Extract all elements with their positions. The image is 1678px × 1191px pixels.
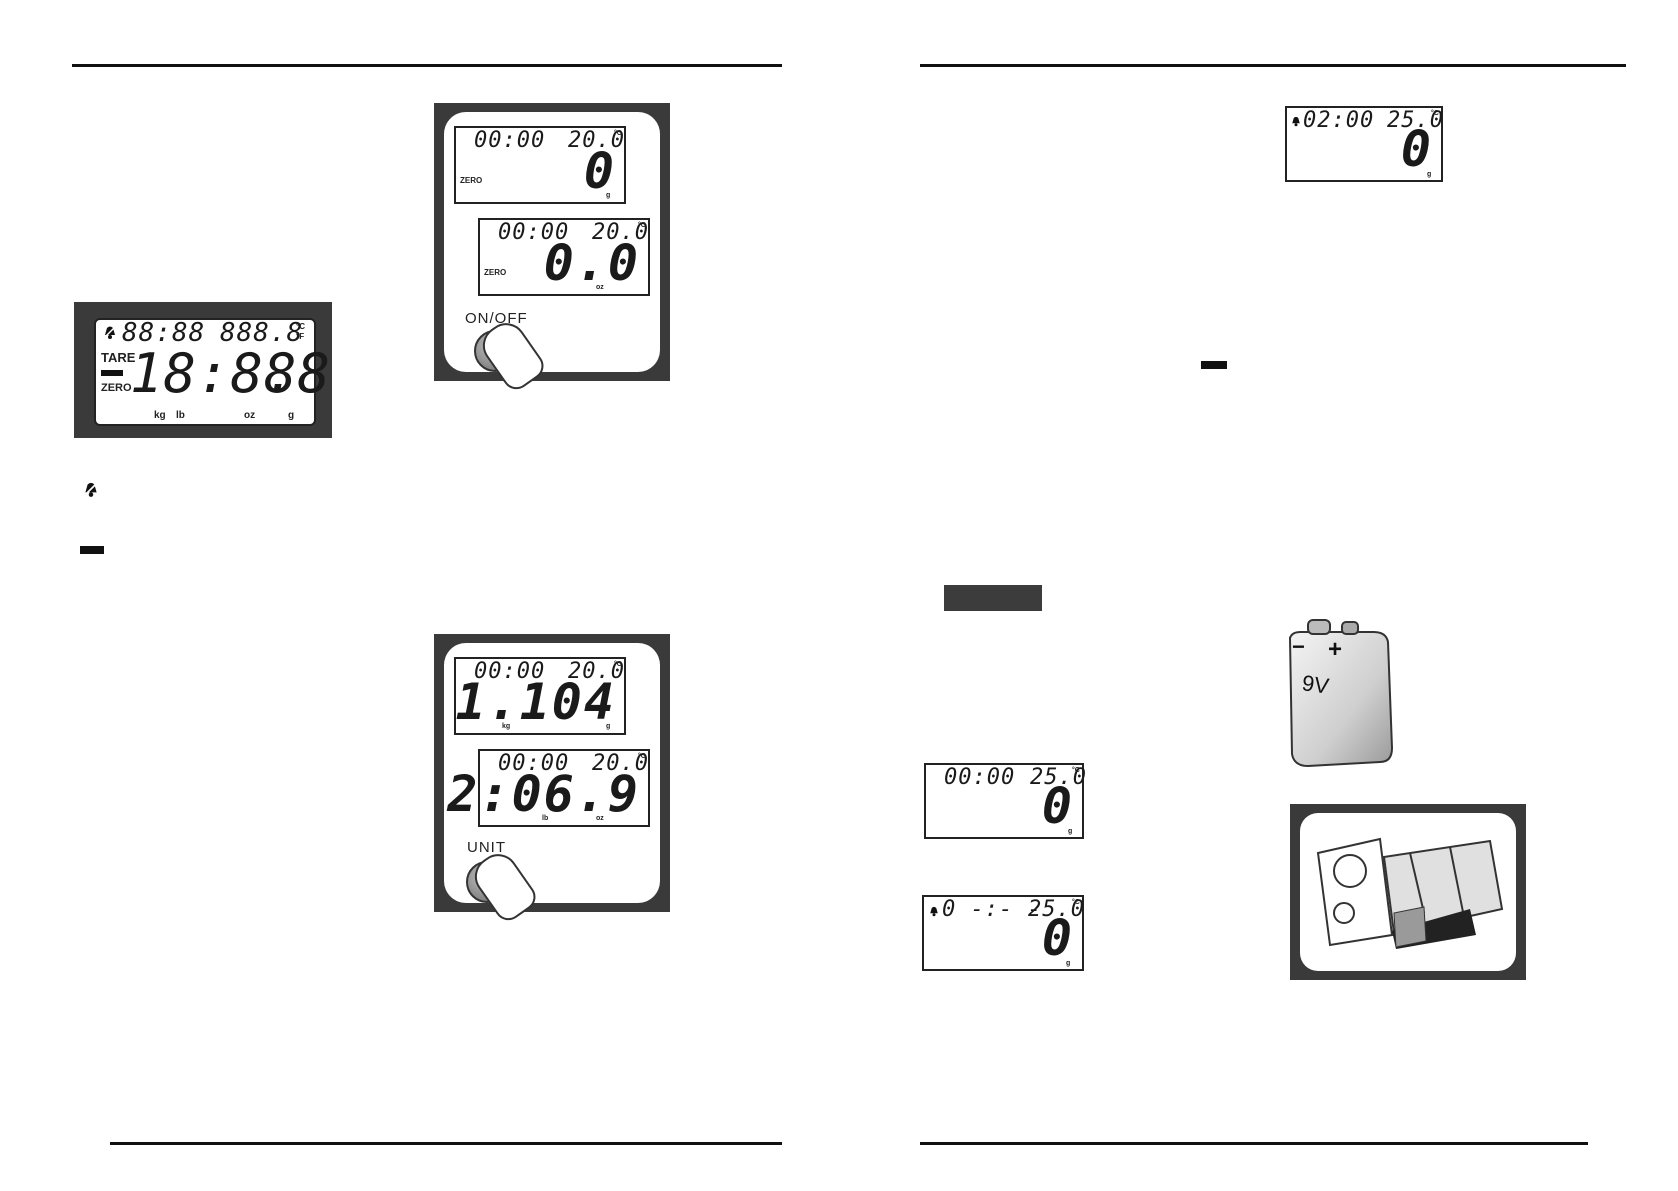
lcd-deg: °C: [1431, 110, 1439, 117]
left-page-top-rule: [72, 64, 782, 67]
alarm-bell-icon: [102, 324, 118, 340]
lcd-deg: °C: [1072, 899, 1080, 906]
lcd-deg: °C: [1072, 767, 1080, 774]
right-page-top-rule: [920, 64, 1626, 67]
lcd-temp: 20.0: [568, 128, 625, 153]
unit-lcd-kilograms: 00:00 20.0 °C 1.104 kg g: [454, 657, 626, 735]
lcd-time: 00:00: [944, 765, 1016, 790]
lcd-zero-flag: ZERO: [484, 268, 507, 277]
lcd-main-value: 0: [1041, 909, 1074, 967]
lcd-zero-flag: ZERO: [460, 176, 483, 185]
lcd-unit: g: [1068, 828, 1073, 835]
lcd-time: 00:00: [474, 659, 546, 684]
full-lcd-main-tail: .8: [264, 342, 332, 405]
lcd-main-value: 0: [1400, 120, 1433, 178]
unit-panel-inner: 00:00 20.0 °C 1.104 kg g 00:00 20.0 °C 2…: [444, 643, 660, 926]
timer-zero-lcd: 00:00 25.0 °C 0 g: [924, 763, 1087, 839]
onoff-lcd-grams: 00:00 20.0 °C 0 ZERO g: [454, 126, 626, 204]
alarm-bell-icon: [82, 480, 100, 498]
full-lcd-display: 88:88 888.8 °C °F TARE ZERO 18:888 .8 kg…: [74, 302, 332, 438]
left-page-bottom-rule: [110, 1142, 782, 1145]
lcd-deg: °C: [638, 753, 646, 760]
full-lcd-zero: ZERO: [101, 382, 132, 394]
timer-countdown-lcd: 0 -:- - 25.0 °C 0 g: [922, 895, 1084, 971]
lcd-temp: 25.0: [1030, 765, 1087, 790]
unit-button-caption: UNIT: [467, 839, 506, 856]
lcd-temp: 25.0: [1387, 108, 1444, 133]
full-lcd-unit-kg: kg: [154, 410, 166, 421]
battery-minus-label: −: [1292, 634, 1305, 659]
minus-sign-icon: [1201, 361, 1227, 369]
battery-9v-icon: − + 9V: [1282, 616, 1394, 768]
lcd-main-value: 1.104: [455, 673, 616, 731]
lcd-temp: 25.0: [1028, 897, 1085, 922]
full-lcd-unit-lb: lb: [176, 410, 185, 421]
lcd-main-value: 2:06.9: [447, 765, 640, 823]
full-lcd-unit-g: g: [288, 410, 295, 421]
battery-compartment-inner: [1300, 813, 1516, 971]
full-lcd-main: 18:888: [130, 342, 332, 405]
lcd-main-value: 0: [583, 142, 616, 200]
onoff-illustration-panel: 00:00 20.0 °C 0 ZERO g 00:00 20.0 °C 0.0…: [434, 103, 670, 395]
lcd-main-value: 0.0: [543, 234, 640, 292]
full-lcd-temp: 888.8: [220, 318, 304, 348]
onoff-lcd-ounces: 00:00 20.0 °C 0.0 ZERO oz: [478, 218, 650, 296]
lcd-time: 00:00: [498, 220, 570, 245]
full-lcd-time: 88:88: [122, 318, 206, 348]
unit-lcd-pounds: 00:00 20.0 °C 2:06.9 lb oz: [447, 749, 650, 827]
lcd-unit: oz: [596, 284, 604, 291]
full-lcd-unit-oz: oz: [244, 410, 256, 421]
lcd-temp: 20.0: [592, 751, 649, 776]
lcd-unit: g: [1427, 171, 1432, 178]
lcd-deg: °C: [638, 222, 646, 229]
battery-compartment-icon: [1316, 837, 1504, 949]
lcd-main-value: 0: [1041, 777, 1074, 835]
section-heading-bar: [944, 585, 1042, 611]
full-lcd-tare: TARE: [101, 350, 136, 365]
battery-plus-label: +: [1328, 636, 1343, 663]
lcd-unit-right: oz: [596, 815, 604, 822]
battery-compartment-panel: [1290, 804, 1526, 980]
timer-set-lcd: 02:00 25.0 °C 0 g: [1285, 106, 1443, 182]
lcd-time: 0 -:- -: [942, 897, 1042, 922]
battery-voltage-label: 9V: [1300, 670, 1331, 699]
alarm-bell-icon: [1290, 114, 1302, 127]
minus-sign-icon: [80, 546, 104, 554]
full-lcd-screen: 88:88 888.8 °C °F TARE ZERO 18:888 .8 kg…: [94, 318, 330, 426]
pressing-finger-icon: [475, 315, 549, 395]
lcd-deg: °C: [614, 661, 622, 668]
minus-sign-icon: [101, 370, 123, 376]
lcd-unit-left: kg: [502, 723, 511, 730]
full-lcd-temp-units: °C °F: [296, 322, 305, 341]
lcd-time: 00:00: [474, 128, 546, 153]
pressing-finger-icon: [467, 846, 541, 926]
onoff-panel-inner: 00:00 20.0 °C 0 ZERO g 00:00 20.0 °C 0.0…: [444, 112, 660, 395]
lcd-temp: 20.0: [592, 220, 649, 245]
lcd-deg: °C: [614, 130, 622, 137]
lcd-time: 02:00: [1303, 108, 1375, 133]
lcd-unit: g: [606, 192, 611, 199]
alarm-bell-icon: [928, 904, 940, 917]
right-page-bottom-rule: [920, 1142, 1588, 1145]
lcd-unit: g: [1066, 960, 1071, 967]
unit-illustration-panel: 00:00 20.0 °C 1.104 kg g 00:00 20.0 °C 2…: [434, 634, 670, 926]
lcd-unit-left: lb: [542, 815, 549, 822]
lcd-temp: 20.0: [568, 659, 625, 684]
lcd-unit-right: g: [606, 723, 611, 730]
lcd-time: 00:00: [498, 751, 570, 776]
